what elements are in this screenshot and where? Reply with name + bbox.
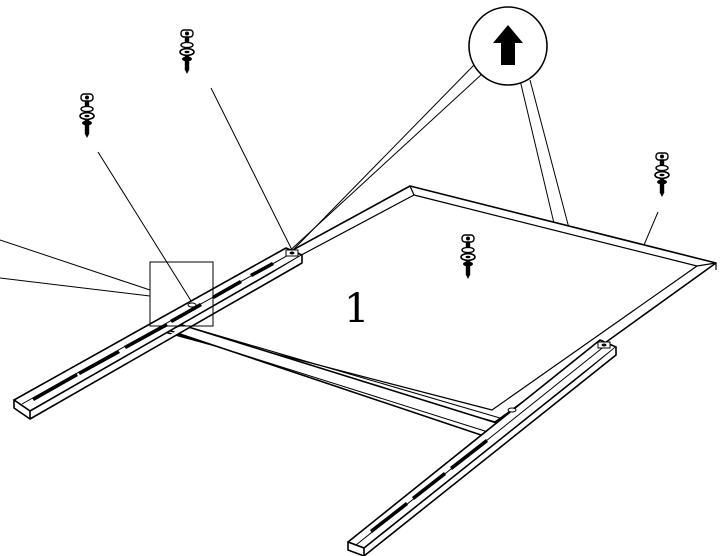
callout-circle [468, 6, 548, 86]
part-number-label: 1 [344, 286, 369, 332]
arrow-up-icon [493, 25, 523, 65]
tray-frame [149, 185, 717, 423]
right-rail-slots [370, 341, 611, 533]
detail-box [149, 261, 214, 327]
screw-icon [179, 29, 195, 75]
left-rail-slots [32, 249, 299, 401]
screw-icon [654, 152, 670, 198]
screw-icon [79, 93, 95, 139]
